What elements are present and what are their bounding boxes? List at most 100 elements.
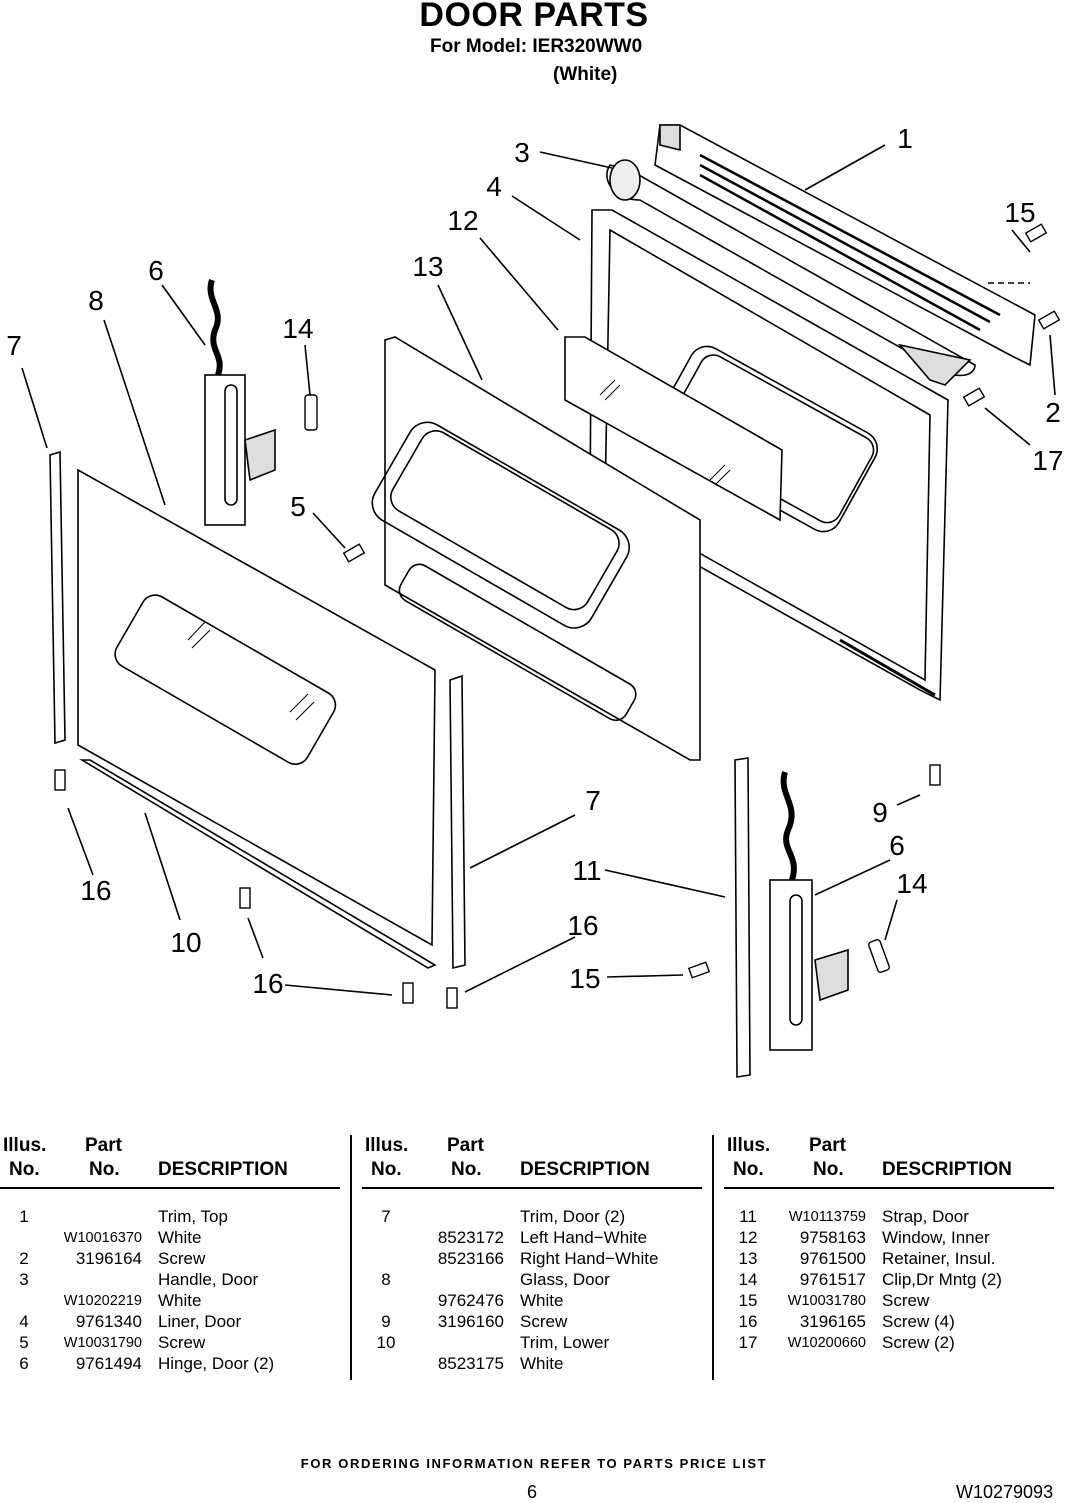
illus-number: 1 [19, 1207, 29, 1226]
callout-number: 1 [897, 123, 913, 154]
part-description: Trim, Door (2) [520, 1207, 626, 1226]
part-number: W10113759 [788, 1209, 866, 1225]
callout-number: 8 [88, 285, 104, 316]
illus-number: 2 [19, 1249, 29, 1268]
table-header: DESCRIPTION [520, 1159, 650, 1180]
table-header: Part [809, 1135, 846, 1156]
callout-number: 15 [1004, 197, 1035, 228]
callout-number: 2 [1045, 397, 1061, 428]
illus-number: 7 [381, 1207, 391, 1226]
callout-number: 6 [148, 255, 164, 286]
leader-lines [21, 144, 1056, 996]
table-header: Part [447, 1135, 484, 1156]
part-number: W10016370 [63, 1230, 142, 1246]
table-header: Illus. [365, 1135, 409, 1156]
part-description: Screw (4) [882, 1312, 955, 1331]
table-header: No. [813, 1159, 844, 1180]
header-rule [362, 1187, 702, 1189]
color-line: (White) [553, 64, 618, 85]
hinge-right-part [769, 771, 849, 1051]
callout-number: 16 [252, 968, 283, 999]
part-description: White [520, 1291, 564, 1310]
part-description: Screw [158, 1333, 206, 1352]
illus-number: 10 [376, 1333, 396, 1352]
illus-number: 4 [19, 1312, 29, 1331]
part-number: 9761500 [799, 1249, 866, 1268]
callout-number: 5 [290, 491, 306, 522]
inner-window-part [564, 336, 783, 522]
callout-number: 16 [80, 875, 111, 906]
part-description: White [158, 1291, 202, 1310]
callout-number: 7 [585, 785, 601, 816]
part-number: 8523175 [437, 1354, 504, 1373]
callout-number: 11 [572, 855, 601, 886]
callout-number: 10 [170, 927, 201, 958]
part-number: 9761494 [75, 1354, 142, 1373]
table-header: No. [9, 1159, 40, 1180]
column-divider [712, 1135, 714, 1380]
illus-number: 5 [19, 1333, 29, 1352]
header-rule [0, 1187, 340, 1189]
page-title: DOOR PARTS [419, 0, 649, 34]
document-number: W10279093 [956, 1482, 1054, 1502]
lower-trim-part [79, 759, 437, 969]
part-number: W10200660 [787, 1335, 866, 1351]
part-description: Right Hand−White [520, 1249, 659, 1268]
part-description: Trim, Top [158, 1207, 228, 1226]
part-description: White [158, 1228, 202, 1247]
illus-number: 17 [738, 1333, 758, 1352]
callout-number: 6 [889, 830, 905, 861]
callout-number: 15 [569, 963, 600, 994]
part-description: Handle, Door [158, 1270, 259, 1289]
part-number: 3196164 [75, 1249, 142, 1268]
part-number: W10031780 [787, 1293, 866, 1309]
ordering-note: FOR ORDERING INFORMATION REFER TO PARTS … [300, 1456, 768, 1471]
part-number: W10202219 [63, 1293, 142, 1309]
callout-number: 9 [872, 797, 888, 828]
table-header: Illus. [3, 1135, 47, 1156]
table-header: No. [89, 1159, 120, 1180]
callout-number: 13 [412, 251, 443, 282]
illus-number: 6 [19, 1354, 29, 1373]
part-description: Screw [158, 1249, 206, 1268]
illus-number: 14 [738, 1270, 758, 1289]
callout-number: 14 [896, 868, 927, 899]
part-description: Screw [520, 1312, 568, 1331]
illus-number: 8 [381, 1270, 391, 1289]
table-header: Part [85, 1135, 122, 1156]
table-header: No. [733, 1159, 764, 1180]
part-description: Retainer, Insul. [882, 1249, 996, 1268]
column-divider [350, 1135, 352, 1380]
part-number: 9758163 [799, 1228, 866, 1247]
part-number: 8523166 [437, 1249, 504, 1268]
trim-left-part [49, 450, 66, 745]
screws [54, 223, 1061, 1009]
part-description: Hinge, Door (2) [158, 1354, 275, 1373]
callout-number: 4 [486, 171, 502, 202]
hinge-left-part [204, 279, 276, 526]
part-number: W10031790 [63, 1335, 142, 1351]
part-description: Screw [882, 1291, 930, 1310]
part-number: 8523172 [437, 1228, 504, 1247]
part-number: 9761517 [799, 1270, 866, 1289]
trim-right-part [449, 674, 466, 970]
illus-number: 11 [739, 1207, 757, 1226]
part-description: Screw (2) [882, 1333, 955, 1352]
illus-number: 3 [19, 1270, 29, 1289]
model-line: For Model: IER320WW0 [430, 36, 643, 57]
part-description: Window, Inner [882, 1228, 990, 1247]
part-description: Strap, Door [882, 1207, 969, 1226]
callout-number: 3 [514, 137, 530, 168]
part-description: Glass, Door [520, 1270, 610, 1289]
table-header: No. [451, 1159, 482, 1180]
part-description: Trim, Lower [520, 1333, 610, 1352]
part-number: 3196160 [437, 1312, 504, 1331]
part-description: White [520, 1354, 564, 1373]
door-strap-part [734, 757, 751, 1078]
table-header: DESCRIPTION [158, 1159, 288, 1180]
callout-number: 12 [447, 205, 478, 236]
callout-number: 17 [1032, 445, 1063, 476]
retainer-part [371, 336, 701, 761]
header-rule [724, 1187, 1054, 1189]
